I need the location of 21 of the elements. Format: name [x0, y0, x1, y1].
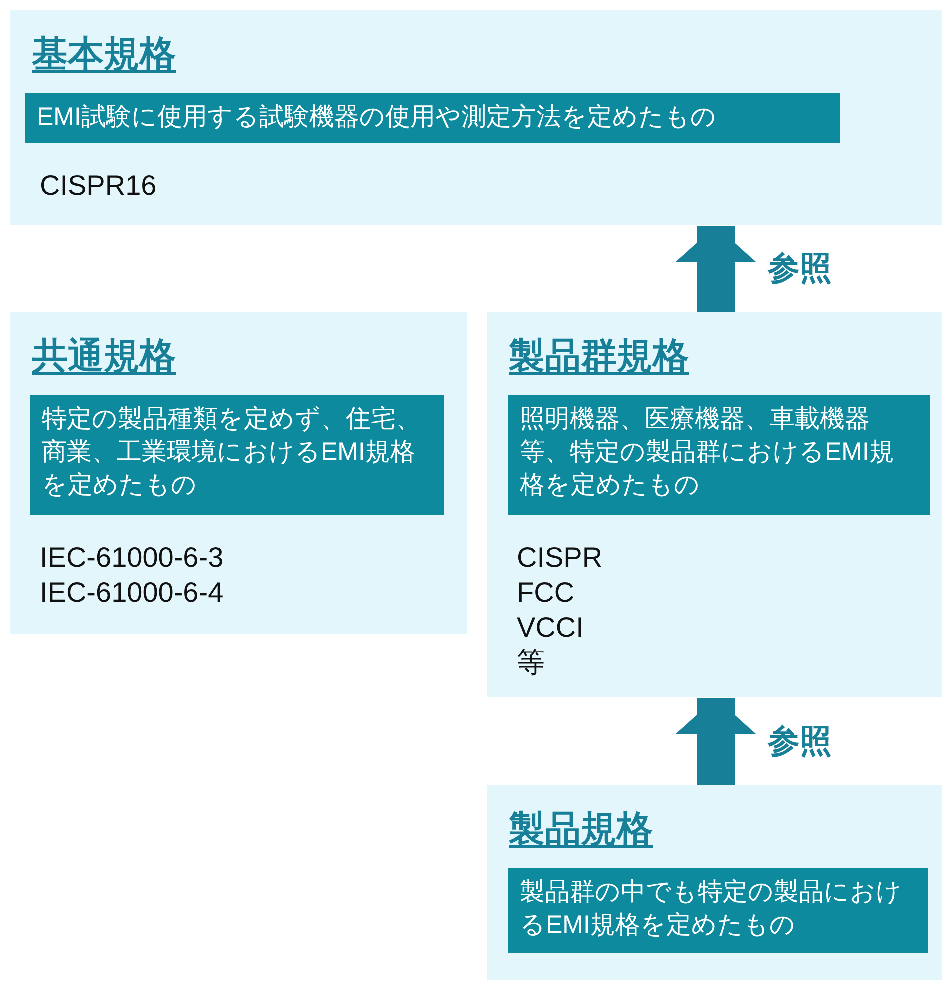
panel — [487, 785, 942, 980]
arrow — [676, 226, 756, 312]
arrow — [676, 698, 756, 785]
panel — [487, 312, 942, 697]
panel — [10, 312, 467, 634]
standard-name: FCC — [517, 576, 575, 610]
standard-name: CISPR16 — [40, 169, 157, 203]
standard-name: 等 — [517, 646, 545, 680]
description-box: 照明機器、医療機器、車載機器等、特定の製品群におけるEMI規格を定めたもの — [508, 395, 930, 515]
description-box: EMI試験に使用する試験機器の使用や測定方法を定めたもの — [25, 93, 840, 143]
heading: 製品規格 — [509, 807, 653, 851]
standard-name: CISPR — [517, 541, 603, 575]
standard-name: IEC-61000-6-4 — [40, 576, 224, 610]
panel — [10, 10, 942, 225]
heading: 製品群規格 — [509, 334, 689, 378]
heading: 共通規格 — [32, 334, 176, 378]
standard-name: IEC-61000-6-3 — [40, 541, 224, 575]
heading: 基本規格 — [32, 32, 176, 76]
description-box: 特定の製品種類を定めず、住宅、商業、工業環境におけるEMI規格を定めたもの — [30, 395, 444, 515]
standard-name: VCCI — [517, 611, 584, 645]
description-box: 製品群の中でも特定の製品におけるEMI規格を定めたもの — [508, 868, 928, 953]
